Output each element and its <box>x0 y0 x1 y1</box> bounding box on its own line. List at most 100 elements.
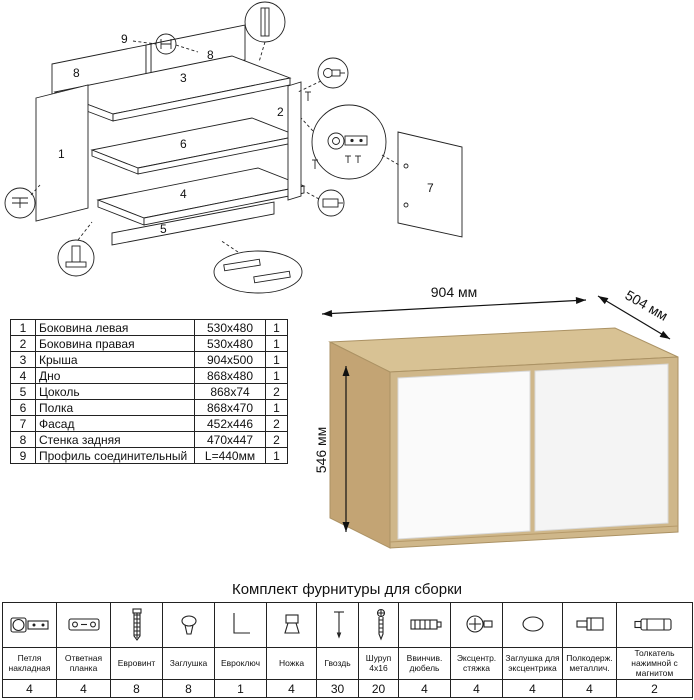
hinge-detail-circle <box>311 104 387 180</box>
hardware-item-name: Шуруп 4x16 <box>358 646 399 681</box>
parts-cell-name: Боковина правая <box>35 335 195 352</box>
screw-marks <box>305 91 318 169</box>
part-label-7: 7 <box>427 181 434 195</box>
parts-cell-size: 530x480 <box>194 335 266 352</box>
parts-cell-qty: 1 <box>265 335 288 352</box>
mounting-plate-icon <box>56 602 111 648</box>
part-label-5: 5 <box>160 222 167 236</box>
parts-cell-num: 8 <box>10 431 36 448</box>
left-side-panel <box>35 84 89 222</box>
hardware-item-qty: 8 <box>162 679 215 699</box>
dowel-icon <box>398 602 451 648</box>
hardware-item-name: Гвоздь <box>316 646 359 681</box>
right-side-panel <box>287 81 302 201</box>
part-label-4: 4 <box>180 187 187 201</box>
cabinet-left-face <box>329 341 391 549</box>
hardware-item-qty: 4 <box>502 679 563 699</box>
shelf-panel <box>90 117 300 175</box>
svg-text:546 мм: 546 мм <box>313 427 329 474</box>
parts-cell-qty: 1 <box>265 447 288 464</box>
parts-cell-qty: 2 <box>265 415 288 432</box>
hardware-item-name: Ввинчив. дюбель <box>398 646 451 681</box>
screw-icon <box>358 602 399 648</box>
svg-text:504 мм: 504 мм <box>623 287 671 324</box>
parts-cell-qty: 2 <box>265 431 288 448</box>
parts-cell-qty: 1 <box>265 351 288 368</box>
svg-text:904 мм: 904 мм <box>431 284 478 300</box>
hardware-icons-row <box>2 602 693 648</box>
bottom-panel <box>96 167 306 226</box>
parts-cell-size: 452x446 <box>194 415 266 432</box>
parts-cell-qty: 1 <box>265 367 288 384</box>
hardware-item-qty: 4 <box>56 679 111 699</box>
cabinet-right-door <box>534 363 669 532</box>
parts-cell-name: Цоколь <box>35 383 195 400</box>
parts-cell-name: Фасад <box>35 415 195 432</box>
leg-icon <box>266 602 317 648</box>
parts-cell-size: L=440мм <box>194 447 266 464</box>
hardware-item-name: Эксцентр. стяжка <box>450 646 503 681</box>
parts-cell-num: 7 <box>10 415 36 432</box>
cam-cap-icon <box>502 602 563 648</box>
part-label-6: 6 <box>180 137 187 151</box>
parts-cell-size: 530x480 <box>194 319 266 336</box>
parts-cell-num: 5 <box>10 383 36 400</box>
hinge-icon <box>2 602 57 648</box>
hardware-item-qty: 4 <box>562 679 617 699</box>
part-label-8b: 8 <box>207 48 214 62</box>
hardware-item-name: Полкодерж. металлич. <box>562 646 617 681</box>
hardware-item-qty: 8 <box>110 679 163 699</box>
parts-cell-qty: 1 <box>265 399 288 416</box>
cap-icon <box>162 602 215 648</box>
parts-cell-num: 3 <box>10 351 36 368</box>
parts-cell-num: 4 <box>10 367 36 384</box>
dimension-width: 904 мм <box>321 284 587 317</box>
hardware-item-name: Ножка <box>266 646 317 681</box>
parts-cell-num: 6 <box>10 399 36 416</box>
cam-lock-icon <box>450 602 503 648</box>
hardware-item-qty: 4 <box>2 679 57 699</box>
hex-key-icon <box>214 602 267 648</box>
push-opener-icon <box>616 602 693 648</box>
cabinet-render: 904 мм 504 мм 546 мм <box>313 284 679 549</box>
part-label-1: 1 <box>58 147 65 161</box>
parts-cell-num: 9 <box>10 447 36 464</box>
hardware-item-qty: 1 <box>214 679 267 699</box>
parts-cell-size: 868x480 <box>194 367 266 384</box>
part-label-2: 2 <box>277 105 284 119</box>
hardware-item-qty: 30 <box>316 679 359 699</box>
hardware-item-name: Заглушка <box>162 646 215 681</box>
cabinet-left-door <box>397 370 531 540</box>
hardware-item-qty: 4 <box>450 679 503 699</box>
hardware-item-name: Петля накладная <box>2 646 57 681</box>
hardware-item-name: Евроключ <box>214 646 267 681</box>
parts-cell-name: Дно <box>35 367 195 384</box>
part-label-3: 3 <box>180 71 187 85</box>
dimension-height: 546 мм <box>313 366 350 532</box>
exploded-view-diagram: 1 2 3 4 5 6 7 8 8 9 <box>4 1 463 294</box>
part-label-8a: 8 <box>73 66 80 80</box>
nail-icon <box>316 602 359 648</box>
parts-cell-name: Стенка задняя <box>35 431 195 448</box>
leader-lines <box>30 40 400 253</box>
hardware-item-name: Заглушка для эксцентрика <box>502 646 563 681</box>
hardware-kit-title: Комплект фурнитуры для сборки <box>231 581 463 598</box>
parts-cell-qty: 2 <box>265 383 288 400</box>
plinth-panel <box>111 201 275 246</box>
parts-cell-qty: 1 <box>265 319 288 336</box>
parts-cell-size: 868x470 <box>194 399 266 416</box>
hardware-callout-circles <box>4 1 387 294</box>
parts-cell-name: Боковина левая <box>35 319 195 336</box>
